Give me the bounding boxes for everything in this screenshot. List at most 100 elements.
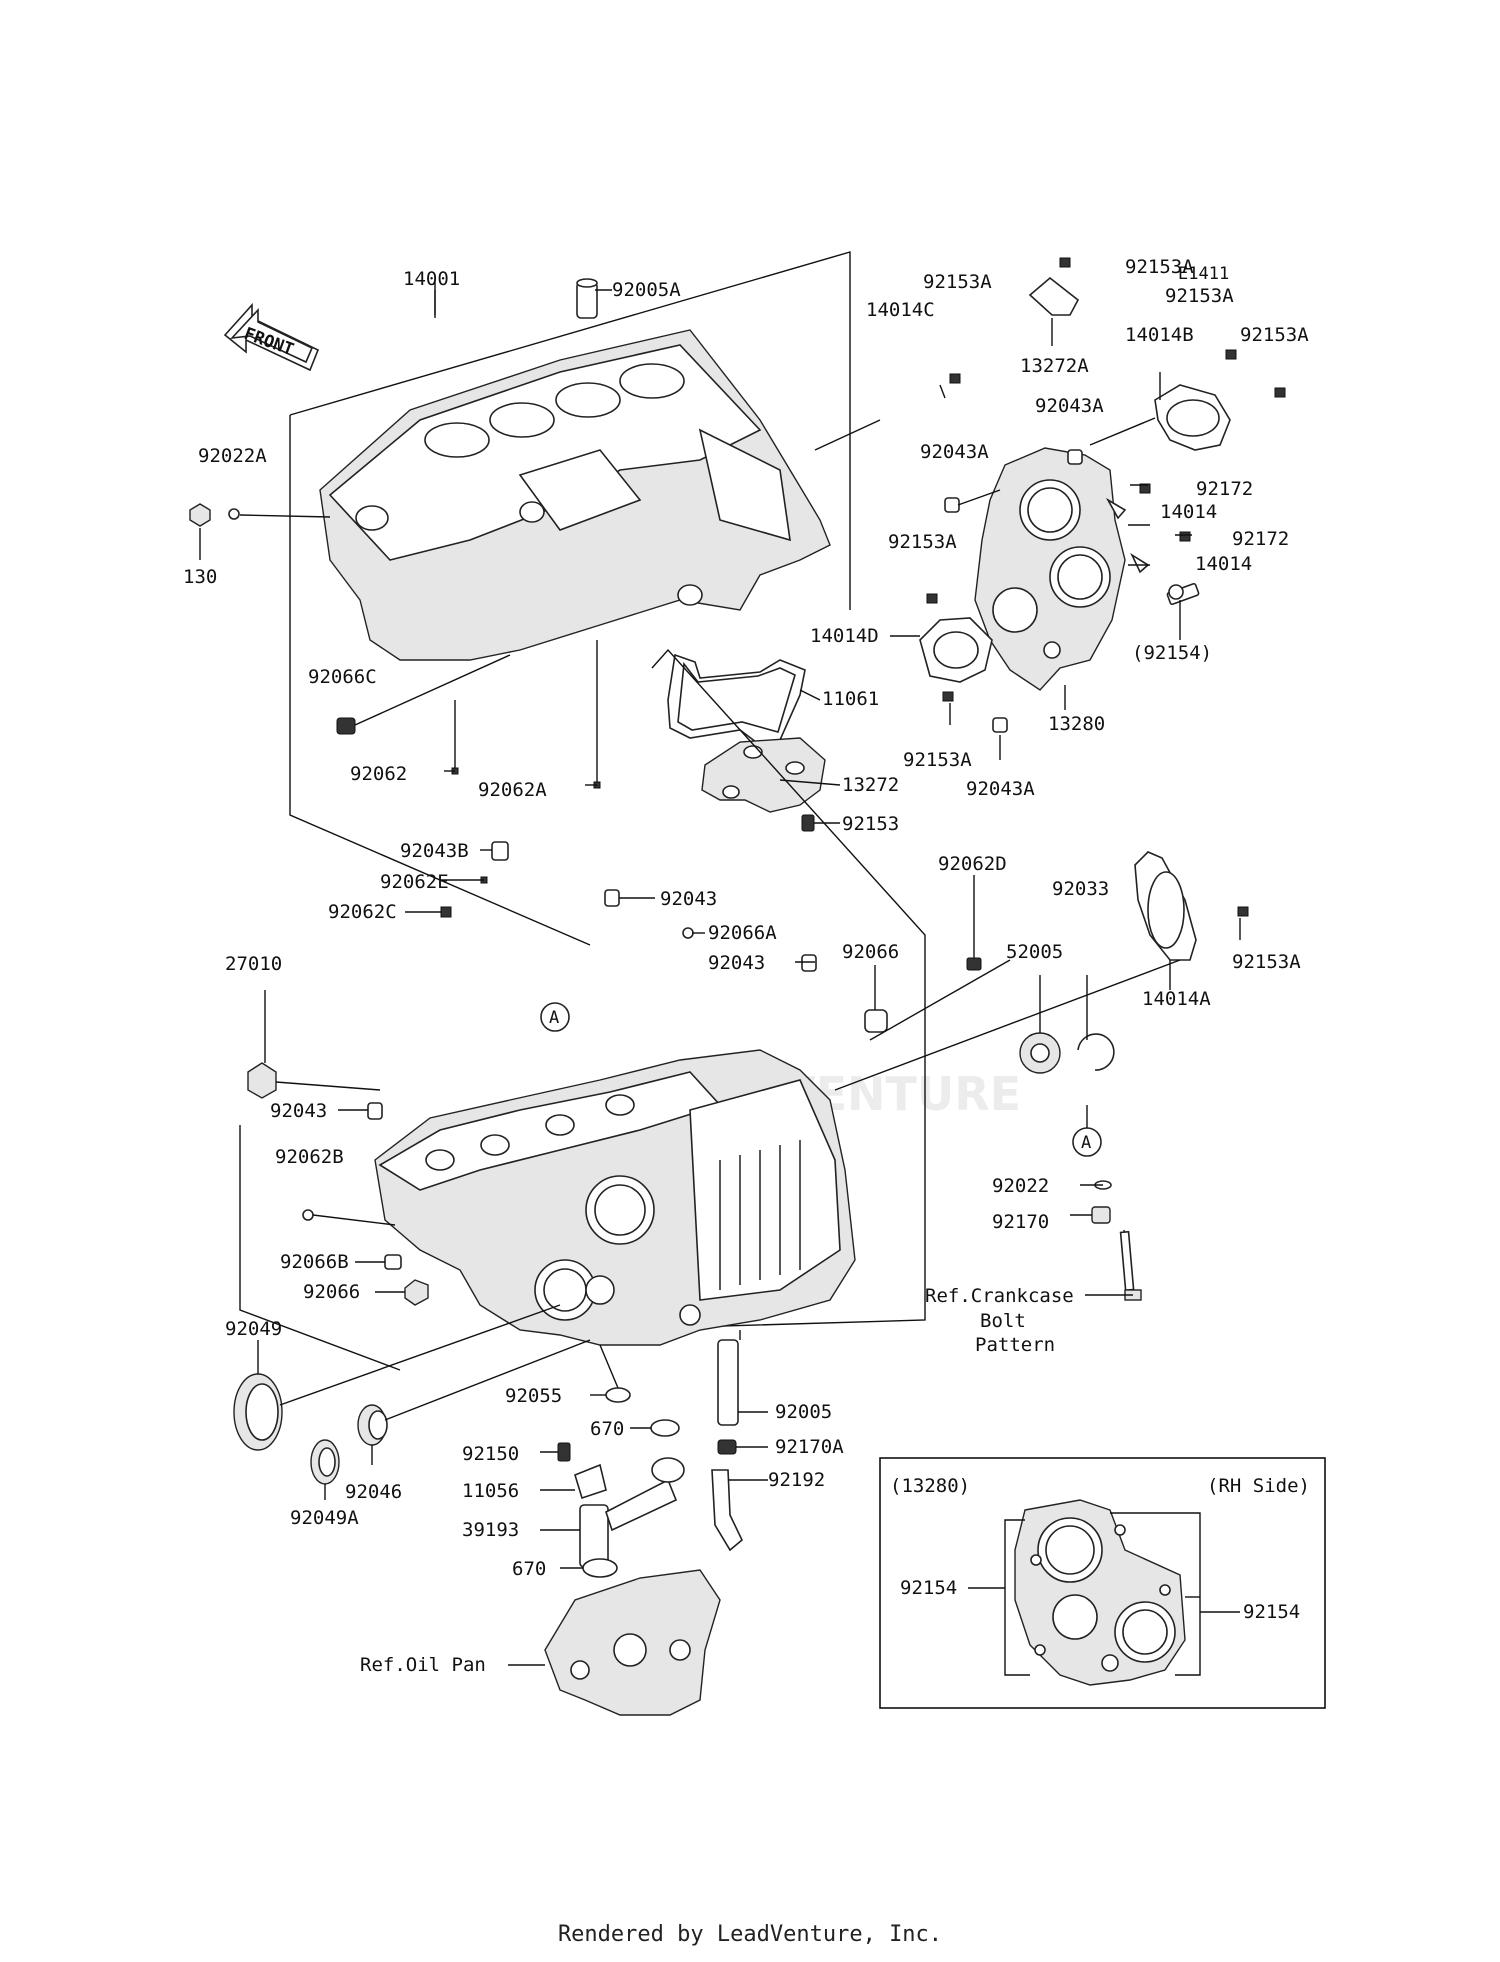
label-92192: 92192 <box>768 1469 825 1491</box>
inset-label-left: 92154 <box>900 1577 957 1599</box>
oil-pan <box>544 1569 721 1716</box>
label-E1411: E1411 <box>1178 264 1229 284</box>
plug-92066B <box>384 1254 402 1270</box>
label-92170A: 92170A <box>775 1436 844 1458</box>
label-14014-2: 14014 <box>1195 553 1252 575</box>
leader-lines <box>199 289 1241 1666</box>
label-92062E: 92062E <box>380 871 449 893</box>
plug-92066-b <box>404 1279 429 1306</box>
label-ref-crankcase-pattern: Pattern <box>975 1334 1055 1356</box>
label-92153A-7: 92153A <box>1232 951 1301 973</box>
cover-13272A <box>1028 276 1080 316</box>
label-670-1: 670 <box>590 1418 624 1440</box>
label-ref-oil-pan: Ref.Oil Pan <box>360 1654 486 1676</box>
cover-13272 <box>701 737 826 813</box>
label-92066: 92066 <box>842 941 899 963</box>
inset-cover-drawing <box>1014 1499 1186 1686</box>
label-670-2: 670 <box>512 1558 546 1580</box>
gear-52005 <box>1019 1032 1061 1074</box>
label-92153A-1: 92153A <box>923 271 992 293</box>
label-92153A-5: 92153A <box>888 531 957 553</box>
inset-left-bracket <box>1004 1519 1030 1676</box>
dowel-92043 <box>604 889 620 907</box>
part-labels: 14001 92005A 92022A 130 92066C 92062 920… <box>183 256 1309 1676</box>
label-ref-crankcase-bolt: Bolt <box>980 1310 1026 1332</box>
bolt-92153 <box>801 814 815 832</box>
oring-92055 <box>605 1387 631 1403</box>
label-11056: 11056 <box>462 1480 519 1502</box>
label-92170: 92170 <box>992 1211 1049 1233</box>
seal-92049 <box>233 1373 283 1451</box>
bolt-pattern-parts <box>1091 1180 1142 1301</box>
label-92062A: 92062A <box>478 779 547 801</box>
label-92043A-1: 92043A <box>1035 395 1104 417</box>
label-92022: 92022 <box>992 1175 1049 1197</box>
bolts-92153A <box>926 257 1286 917</box>
ref-circle-a-2: A <box>1072 1127 1102 1157</box>
inset-part-ref: (13280) <box>890 1475 970 1497</box>
dowel-92043B <box>491 841 509 861</box>
label-92005A: 92005A <box>612 279 681 301</box>
bracket-11056 <box>574 1463 607 1500</box>
oring-670-b <box>582 1558 618 1578</box>
oring-670 <box>650 1419 680 1437</box>
label-52005: 52005 <box>1006 941 1063 963</box>
label-92153A-4: 92153A <box>1240 324 1309 346</box>
label-92066C: 92066C <box>308 666 377 688</box>
dowel-92043-c <box>367 1102 383 1120</box>
ref-a-letter-1: A <box>549 1008 559 1028</box>
label-92066B: 92066B <box>280 1251 349 1273</box>
label-14014-1: 14014 <box>1160 501 1217 523</box>
gasket-11061 <box>667 653 806 746</box>
hose-92192 <box>711 1469 743 1552</box>
gasket-14014B <box>1154 384 1231 451</box>
dowel-92043-b <box>801 954 817 972</box>
label-92055: 92055 <box>505 1385 562 1407</box>
label-27010: 27010 <box>225 953 282 975</box>
label-92172-2: 92172 <box>1232 528 1289 550</box>
label-92062D: 92062D <box>938 853 1007 875</box>
circlip-92033 <box>1077 1033 1115 1071</box>
label-92022A: 92022A <box>198 445 267 467</box>
label-92043-1: 92043 <box>660 888 717 910</box>
upper-crankcase-outline <box>289 251 851 946</box>
label-92043-2: 92043 <box>708 952 765 974</box>
label-13280: 13280 <box>1048 713 1105 735</box>
label-14014A: 14014A <box>1142 988 1211 1010</box>
label-14014C: 14014C <box>866 299 935 321</box>
label-92150: 92150 <box>462 1443 519 1465</box>
ref-a-letter-2: A <box>1081 1133 1091 1153</box>
inset-frame <box>879 1457 1326 1709</box>
front-arrow-icon: FRONT <box>223 302 320 372</box>
dowels-92043A <box>944 449 1083 733</box>
label-92033: 92033 <box>1052 878 1109 900</box>
label-39193: 39193 <box>462 1519 519 1541</box>
clamp-92170A <box>717 1439 737 1455</box>
label-92043-3: 92043 <box>270 1100 327 1122</box>
label-92043A-3: 92043A <box>966 778 1035 800</box>
label-92153A-6: 92153A <box>903 749 972 771</box>
inset-side-label: (RH Side) <box>1207 1475 1310 1497</box>
label-92005: 92005 <box>775 1401 832 1423</box>
ref-circle-a-1: A <box>540 1002 570 1032</box>
label-92046: 92046 <box>345 1481 402 1503</box>
label-92154-paren: (92154) <box>1132 642 1212 664</box>
label-92153: 92153 <box>842 813 899 835</box>
pipe-92005 <box>717 1339 739 1426</box>
clips-14014 <box>1105 497 1150 574</box>
label-92062C: 92062C <box>328 901 397 923</box>
bearing-92046 <box>357 1404 388 1446</box>
label-92043B: 92043B <box>400 840 469 862</box>
label-14014B: 14014B <box>1125 324 1194 346</box>
label-11061: 11061 <box>822 688 879 710</box>
label-130: 130 <box>183 566 217 588</box>
label-92062: 92062 <box>350 763 407 785</box>
plug-92066 <box>864 1009 888 1033</box>
bolt-27010 <box>247 1062 277 1099</box>
gasket-14014A <box>1134 851 1197 961</box>
inset-rh-side: (13280) (RH Side) 92154 92154 <box>879 1457 1326 1709</box>
label-ref-crankcase: Ref.Crankcase <box>925 1285 1074 1307</box>
label-14014D: 14014D <box>810 625 879 647</box>
